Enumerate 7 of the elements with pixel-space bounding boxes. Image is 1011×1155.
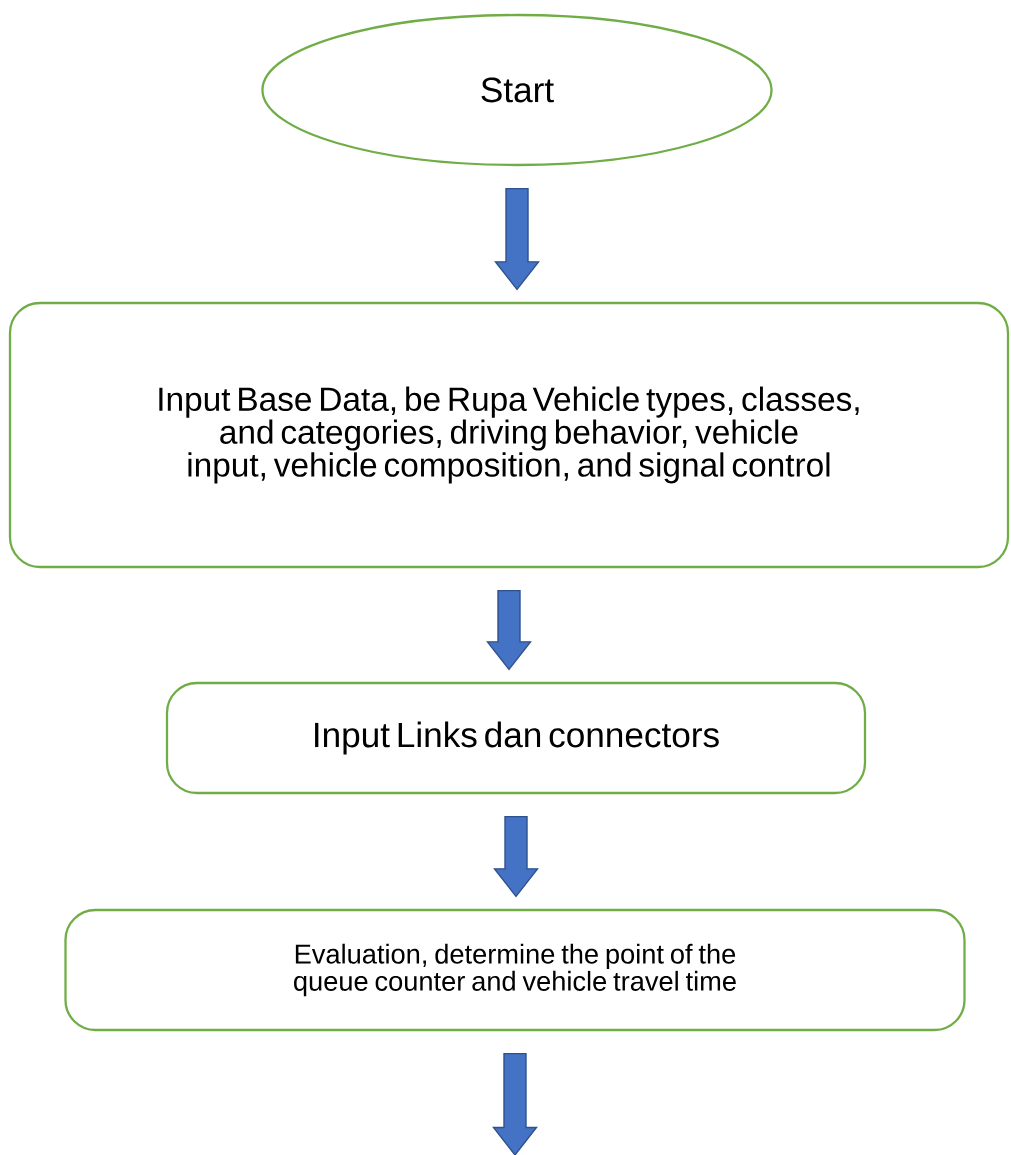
process-box: Input Base Data, be Rupa Vehicle types, classes, and categories, driving behavior, vehicle input, vehicle composition, and signal control (8, 301, 1010, 569)
process-box: Evaluation, determine the point of the queue counter and vehicle travel time (64, 908, 966, 1032)
block-arrow (494, 187, 540, 291)
block-arrow (493, 815, 539, 898)
block-arrow (486, 589, 532, 671)
block-arrow (492, 1052, 538, 1155)
process-box: Input Links dan connectors (165, 681, 867, 795)
